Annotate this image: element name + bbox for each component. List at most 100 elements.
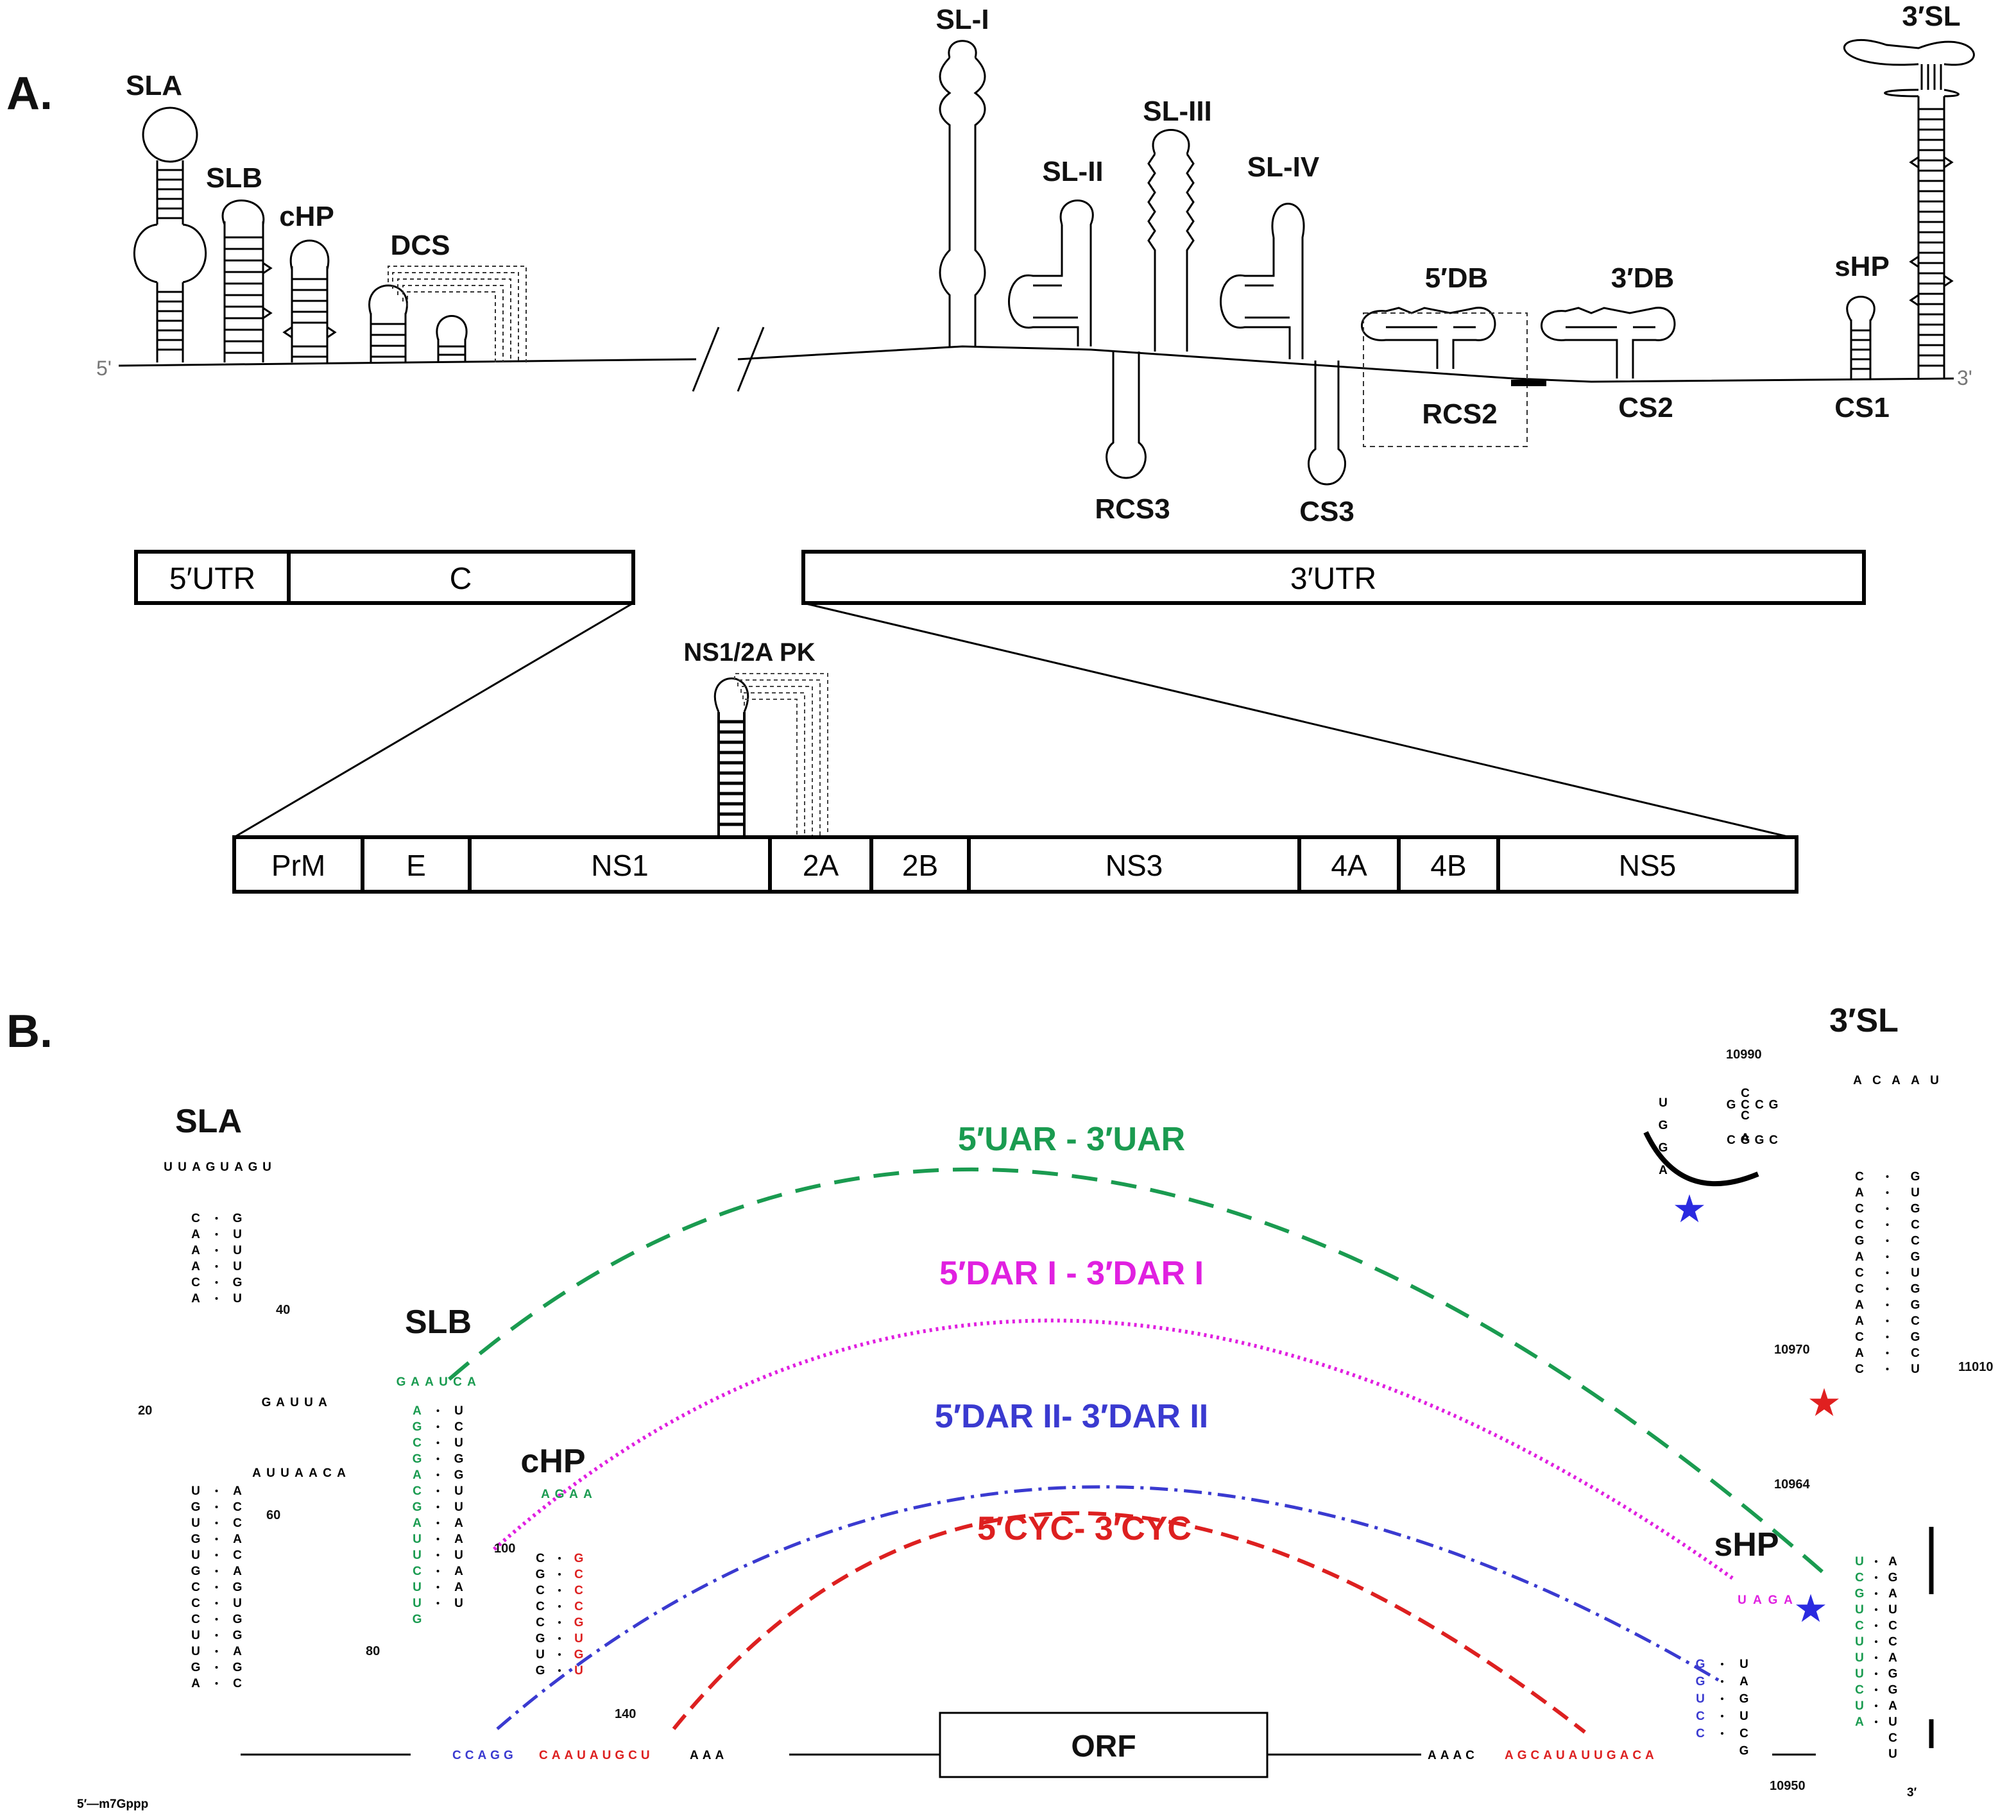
nucleotide: U: [1855, 1651, 1864, 1665]
nucleotide: C: [1888, 1731, 1897, 1745]
dar1-arc: [493, 1318, 1734, 1580]
base-pair-dots: [558, 1557, 561, 1672]
nucleotide: U: [1888, 1748, 1897, 1761]
sl-ii-label: SL-II: [1042, 156, 1103, 187]
nucleotide: G: [1696, 1658, 1705, 1671]
nucleotide: C: [1741, 1098, 1750, 1112]
nucleotide: C: [1696, 1710, 1705, 1723]
pos-60: 60: [266, 1508, 280, 1522]
nucleotide: U: [1696, 1692, 1705, 1706]
cs3-label: CS3: [1299, 496, 1354, 527]
cyc-label: 5′CYC- 3′CYC: [977, 1510, 1192, 1547]
genome-bar-3utr: 3′UTR: [801, 550, 1866, 605]
nucleotide: G: [233, 1661, 243, 1674]
nucleotide: U: [191, 1484, 200, 1498]
genome-backbone: 5' 3': [96, 327, 1972, 392]
nucleotide: U: [454, 1597, 463, 1610]
nucleotide: U: [454, 1484, 463, 1498]
nucleotide: C: [1855, 1363, 1864, 1376]
three-prime-sl-label: 3′SL: [1902, 1, 1960, 32]
nucleotide: U: [413, 1597, 422, 1610]
nucleotide: A: [1739, 1675, 1748, 1688]
cap-label: 5′—m7Gppp: [77, 1798, 148, 1811]
pos-10950: 10950: [1770, 1779, 1806, 1793]
nucleotide: A: [1659, 1164, 1668, 1177]
nucleotide: G: [1888, 1571, 1898, 1585]
nucleotide: G: [1888, 1683, 1898, 1697]
base-pair-dots: [436, 1409, 440, 1604]
nucleotide: G: [233, 1212, 243, 1225]
three-prime-end: 3': [1957, 366, 1972, 389]
nucleotide: A: [1784, 1594, 1793, 1607]
nucleotide: C: [536, 1552, 545, 1565]
nucleotide: G: [1911, 1250, 1920, 1264]
nucleotide: G: [413, 1420, 422, 1434]
sl-iii-label: SL-III: [1143, 96, 1212, 127]
nucleotide: G: [536, 1632, 545, 1646]
seq-5p-dar2: CCAGG: [452, 1749, 517, 1762]
nucleotide: U: [233, 1228, 242, 1241]
nucleotide: U: [262, 1161, 271, 1174]
slb-hairpin: SLB: [206, 162, 273, 362]
nucleotide: A: [309, 1467, 318, 1480]
blue-star-icon: ★: [1672, 1187, 1707, 1230]
nucleotide: A: [454, 1581, 463, 1594]
nucleotide: C: [1855, 1331, 1864, 1344]
nucleotide: U: [1888, 1715, 1897, 1729]
five-prime-db: 5′DB RCS2: [1361, 262, 1546, 447]
nucleotide: G: [1659, 1119, 1668, 1132]
nucleotide: U: [233, 1260, 242, 1273]
nucleotide: C: [191, 1276, 200, 1289]
nucleotide: A: [191, 1244, 200, 1257]
nucleotide: G: [1727, 1098, 1736, 1112]
nucleotide: U: [454, 1501, 463, 1514]
nucleotide: U: [233, 1597, 242, 1610]
nucleotide: U: [233, 1292, 242, 1305]
nucleotide: A: [1888, 1651, 1897, 1665]
pos-10964: 10964: [1774, 1477, 1810, 1492]
nucleotide: G: [1911, 1331, 1920, 1344]
cs1-label: CS1: [1834, 392, 1890, 423]
linker-5prime: CCAGG CAAUAUGCU AAA: [452, 1749, 724, 1762]
three-prime-sl: 3′SL: [1843, 1, 1975, 378]
nucleotide: C: [574, 1600, 583, 1613]
nucleotide: C: [191, 1613, 200, 1626]
nucleotide: U: [178, 1161, 187, 1174]
rcs3-label: RCS3: [1095, 493, 1170, 525]
nucleotide: A: [1855, 1186, 1864, 1200]
rcs2-label: RCS2: [1422, 398, 1497, 430]
nucleotide: A: [541, 1488, 550, 1501]
nucleotide: A: [1753, 1594, 1762, 1607]
three-prime-db-label: 3′DB: [1611, 262, 1675, 294]
nucleotide: C: [191, 1212, 200, 1225]
nucleotide: G: [1659, 1141, 1668, 1155]
nucleotide: G: [574, 1552, 584, 1565]
nucleotide: G: [574, 1616, 584, 1629]
nucleotide: U: [1739, 1658, 1748, 1671]
gene-label-prm: PrM: [271, 849, 325, 882]
nucleotide: U: [233, 1244, 242, 1257]
nucleotide: A: [411, 1375, 420, 1389]
nucleotide: C: [1855, 1571, 1864, 1585]
nucleotide: A: [413, 1517, 422, 1530]
ns1-2a-pseudoknot: NS1/2A PK: [683, 638, 828, 837]
nucleotide: C: [233, 1501, 242, 1514]
gene-label-ns1: NS1: [591, 849, 648, 882]
slb-title-b: SLB: [405, 1304, 472, 1341]
shp-hairpin-a: sHP CS1: [1834, 251, 1890, 423]
nucleotide: C: [1911, 1234, 1920, 1248]
dar1-label: 5′DAR I - 3′DAR I: [939, 1255, 1204, 1292]
nucleotide: A: [318, 1396, 327, 1409]
nucleotide: G: [1855, 1587, 1865, 1601]
nucleotide: G: [248, 1161, 258, 1174]
nucleotide: A: [252, 1467, 261, 1480]
pk-label: NS1/2A PK: [683, 638, 815, 667]
